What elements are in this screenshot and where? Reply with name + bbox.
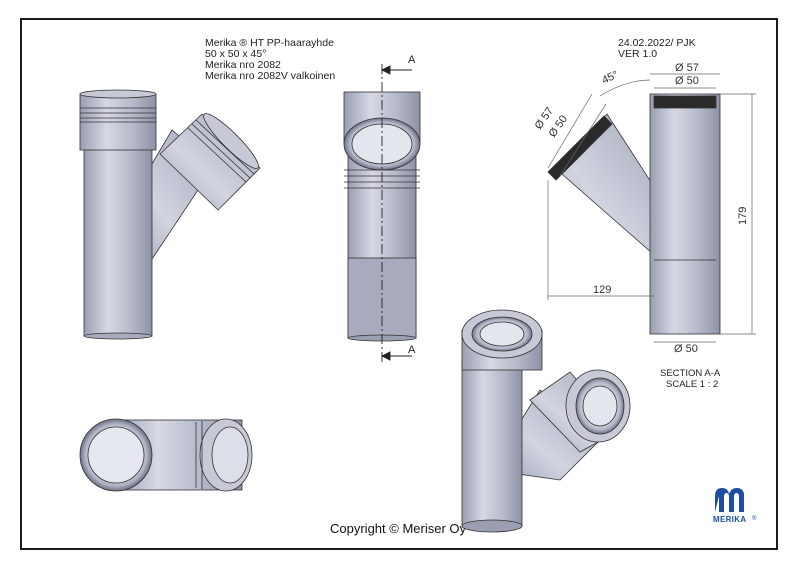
drawing-frame	[20, 18, 778, 550]
revision-date: 24.02.2022/ PJK	[618, 37, 696, 49]
merika-logo	[715, 488, 744, 512]
title-line-3: Merika nro 2082	[205, 59, 281, 71]
top-view	[79, 418, 253, 492]
section-caption-title: SECTION A-A	[660, 368, 721, 379]
title-line-4: Merika nro 2082V valkoinen	[205, 70, 336, 82]
section-view	[547, 93, 721, 335]
dim-height: 179	[737, 207, 749, 225]
section-marker-top: A	[408, 54, 416, 66]
copyright-text: Copyright © Meriser Oy	[330, 521, 466, 536]
section-line	[380, 64, 412, 362]
logo-registered-mark: ®	[752, 516, 757, 522]
title-line-1: Merika ® HT PP-haarayhde	[205, 37, 334, 49]
section-caption-scale: SCALE 1 : 2	[666, 379, 719, 390]
dim-bottom-diameter: Ø 50	[674, 343, 698, 355]
title-line-2: 50 x 50 x 45°	[205, 48, 267, 60]
logo-wordmark: MERIKA	[713, 515, 747, 524]
section-marker-bottom: A	[408, 344, 416, 356]
revision-version: VER 1.0	[618, 48, 658, 60]
dimension-lines	[547, 73, 756, 343]
isometric-view	[461, 309, 631, 533]
front-view	[79, 89, 261, 340]
dim-outer-diameter-top: Ø 57	[675, 62, 699, 74]
dim-angle: 45°	[600, 69, 620, 87]
dim-inner-diameter-top: Ø 50	[675, 75, 699, 87]
dim-width: 129	[593, 284, 611, 296]
